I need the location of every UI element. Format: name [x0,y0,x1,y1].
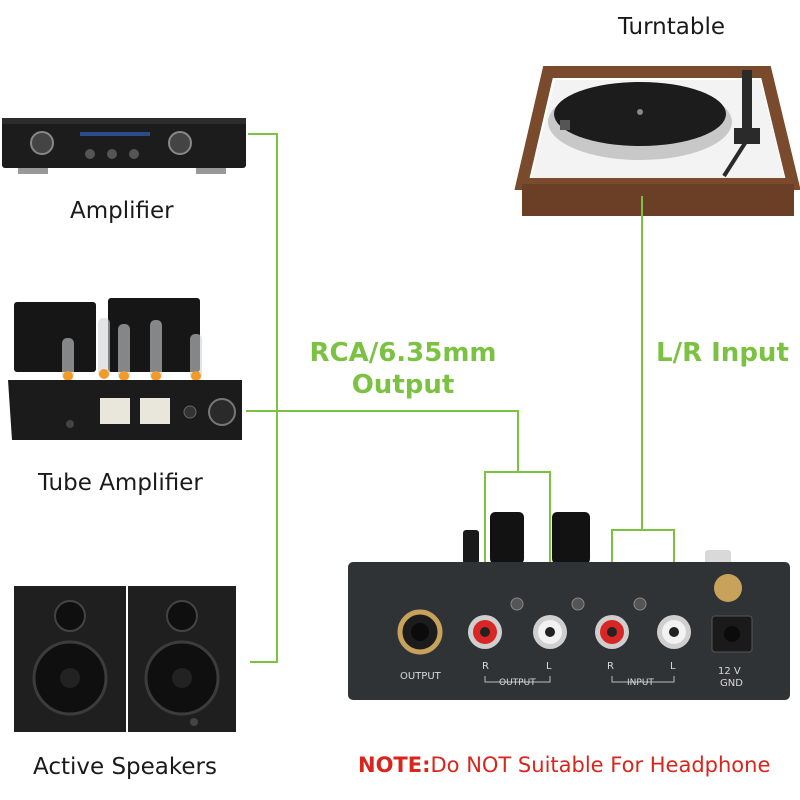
amplifier-line [248,133,278,663]
active-speakers-image [14,586,236,732]
device-panel-image [348,512,790,700]
tube-amplifier-label: Tube Amplifier [38,470,203,496]
output-r-label: R [482,661,489,672]
turntable-image [514,66,800,216]
input-connection-label: L/R Input [656,338,789,368]
active-speakers-label: Active Speakers [33,754,217,780]
note-text: NOTE:Do NOT Suitable For Headphone [358,753,770,777]
note-prefix: NOTE: [358,753,431,777]
input-group-label: INPUT [627,678,654,688]
output-connection-line1: RCA/6.35mm [309,338,497,368]
input-r-label: R [607,661,614,672]
output-group-label: OUTPUT [499,678,536,688]
power-gnd-label: GND [720,678,743,689]
turntable-label: Turntable [618,14,726,40]
power-voltage-label: 12 V [718,666,741,677]
note-body: Do NOT Suitable For Headphone [430,753,771,777]
output-jack-label: OUTPUT [400,671,441,682]
output-l-label: L [546,661,552,672]
amplifier-image [2,118,246,174]
output-connection-label: RCA/6.35mm Output [298,337,508,401]
output-connection-line2: Output [351,370,455,400]
tube-amplifier-image [8,298,242,440]
input-l-label: L [670,661,676,672]
amplifier-label: Amplifier [70,198,174,224]
